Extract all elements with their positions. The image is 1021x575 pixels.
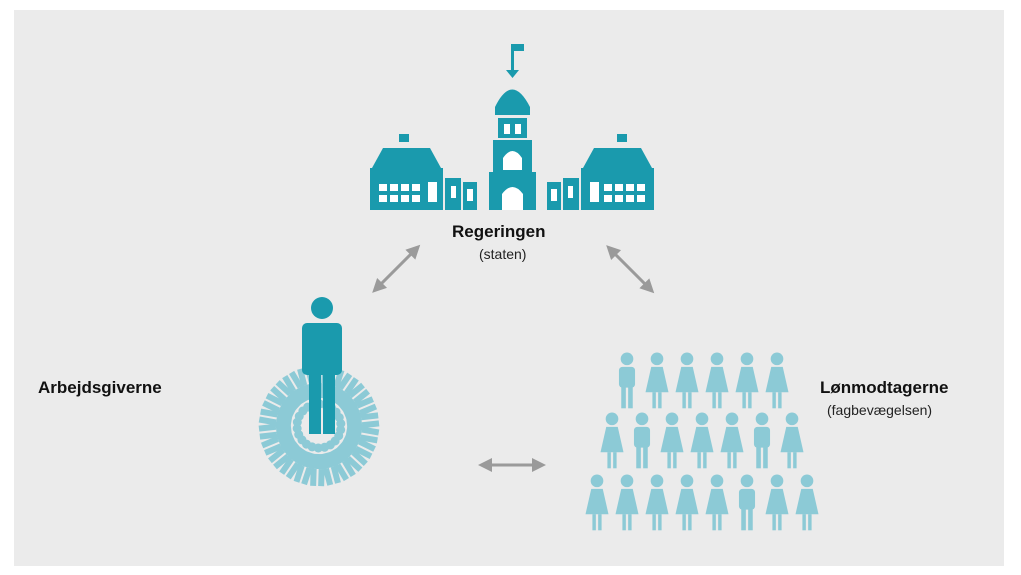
- parliament-building-icon: [370, 44, 654, 210]
- woman-icon: [585, 474, 609, 531]
- government-subtitle: (staten): [479, 246, 527, 262]
- double-arrow-icon: [599, 238, 661, 300]
- man-icon: [302, 297, 342, 434]
- woman-icon: [765, 474, 789, 531]
- woman-icon: [780, 412, 804, 469]
- man-icon: [618, 352, 636, 409]
- employers-title: Arbejdsgiverne: [38, 378, 162, 397]
- employees-subtitle: (fagbevægelsen): [827, 402, 933, 418]
- man-icon: [753, 412, 771, 469]
- woman-icon: [705, 352, 729, 409]
- woman-icon: [645, 474, 669, 531]
- woman-icon: [735, 352, 759, 409]
- woman-icon: [690, 412, 714, 469]
- woman-icon: [720, 412, 744, 469]
- woman-icon: [645, 352, 669, 409]
- government-title: Regeringen: [452, 222, 546, 241]
- woman-icon: [675, 474, 699, 531]
- woman-icon: [675, 352, 699, 409]
- employee-crowd: [585, 352, 819, 531]
- double-arrow-icon: [365, 238, 427, 300]
- woman-icon: [795, 474, 819, 531]
- woman-icon: [615, 474, 639, 531]
- man-icon: [738, 474, 756, 531]
- woman-icon: [765, 352, 789, 409]
- employees-title: Lønmodtagerne: [820, 378, 949, 397]
- double-arrow-icon: [476, 456, 548, 474]
- woman-icon: [600, 412, 624, 469]
- woman-icon: [660, 412, 684, 469]
- woman-icon: [705, 474, 729, 531]
- man-icon: [633, 412, 651, 469]
